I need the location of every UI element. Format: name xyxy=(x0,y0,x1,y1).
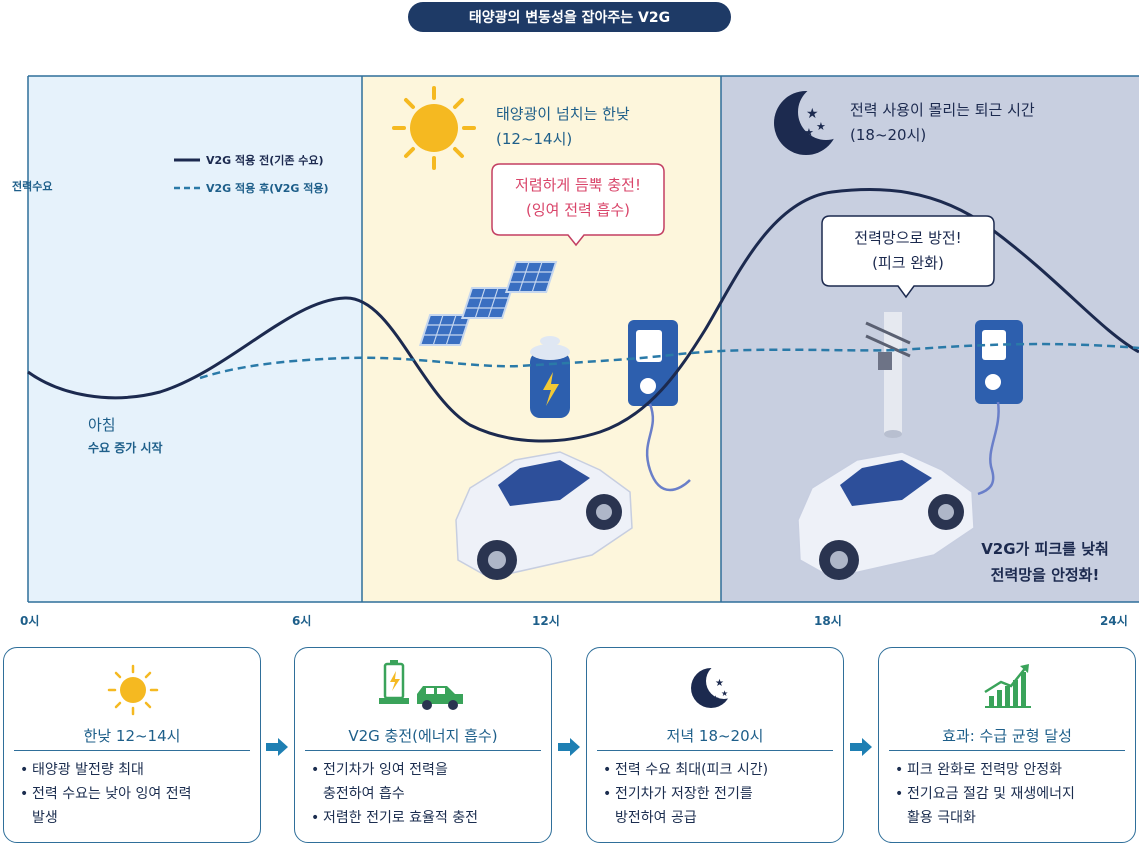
moon-icon: ★ ★ ★ xyxy=(691,663,742,708)
moon-icon: ★ ★ ★ xyxy=(774,84,854,155)
card-item-continued: 충전하여 흡수 xyxy=(311,782,478,806)
card-charge: V2G 충전(에너지 흡수) 전기차가 잉여 전력을 충전하여 흡수 저렴한 전… xyxy=(294,647,552,843)
morning-title: 아침 xyxy=(88,416,116,434)
svg-text:★: ★ xyxy=(715,678,724,689)
sun-icon xyxy=(392,86,476,170)
card-title: 저녁 18~20시 xyxy=(597,724,833,751)
evening-bubble-line2: (피크 완화) xyxy=(872,254,944,272)
card-list: 태양광 발전량 최대 전력 수요는 낮아 잉여 전력 발생 xyxy=(20,758,191,830)
arrow-right-icon xyxy=(266,738,288,756)
svg-text:★: ★ xyxy=(806,106,819,122)
zone-morning xyxy=(28,76,362,602)
legend-label-after: V2G 적용 후(V2G 적용) xyxy=(206,182,329,195)
solar-panels-icon xyxy=(418,261,558,346)
series-line-after xyxy=(199,342,1139,380)
result-line1: V2G가 피크를 낮춰 xyxy=(981,540,1109,558)
series-line-before xyxy=(27,188,1139,443)
card-item-continued: 발생 xyxy=(20,806,191,830)
sun-icon xyxy=(107,664,159,716)
battery-car-icon xyxy=(379,660,463,710)
electric-car-icon xyxy=(797,451,975,580)
noon-bubble-line1: 저렴하게 듬뿍 충전! xyxy=(515,176,641,194)
evening-bubble-line1: 전력망으로 방전! xyxy=(854,229,962,247)
x-tick-label: 18시 xyxy=(814,614,842,628)
evening-time: (18~20시) xyxy=(850,126,927,144)
morning-subtitle: 수요 증가 시작 xyxy=(88,441,163,455)
svg-text:★: ★ xyxy=(816,120,826,133)
card-item: 전기요금 절감 및 재생에너지 xyxy=(895,782,1075,806)
card-item-continued: 방전하여 공급 xyxy=(603,806,768,830)
card-item: 전기차가 잉여 전력을 xyxy=(311,758,478,782)
growth-chart-icon xyxy=(984,664,1031,708)
battery-icon xyxy=(530,336,570,418)
arrow-right-icon xyxy=(558,738,580,756)
card-list: 전력 수요 최대(피크 시간) 전기차가 저장한 전기를 방전하여 공급 xyxy=(603,758,768,830)
svg-text:★: ★ xyxy=(721,689,728,698)
card-item: 태양광 발전량 최대 xyxy=(20,758,191,782)
noon-time: (12~14시) xyxy=(496,130,573,148)
x-tick-label: 24시 xyxy=(1100,614,1128,628)
card-title: 효과: 수급 균형 달성 xyxy=(889,724,1125,751)
legend-label-before: V2G 적용 전(기존 수요) xyxy=(206,154,324,167)
x-tick-label: 12시 xyxy=(532,614,560,628)
card-title: 한낮 12~14시 xyxy=(14,724,250,751)
card-list: 피크 완화로 전력망 안정화 전기요금 절감 및 재생에너지 활용 극대화 xyxy=(895,758,1075,830)
x-tick-label: 0시 xyxy=(20,614,40,628)
x-tick-label: 6시 xyxy=(292,614,312,628)
card-item: 전기차가 저장한 전기를 xyxy=(603,782,768,806)
card-item-text: 방전하여 공급 xyxy=(615,810,697,826)
card-item: 저렴한 전기로 효율적 충전 xyxy=(311,806,478,830)
page-title: 태양광의 변동성을 잡아주는 V2G xyxy=(408,2,731,32)
card-evening: ★ ★ ★ 저녁 18~20시 전력 수요 최대(피크 시간) 전기차가 저장한… xyxy=(586,647,844,843)
card-item-continued: 활용 극대화 xyxy=(895,806,1075,830)
card-list: 전기차가 잉여 전력을 충전하여 흡수 저렴한 전기로 효율적 충전 xyxy=(311,758,478,830)
y-axis-label: 전력수요 xyxy=(12,180,53,193)
card-item-text: 충전하여 흡수 xyxy=(323,786,405,802)
noon-title: 태양광이 넘치는 한낮 xyxy=(496,105,630,123)
card-title: V2G 충전(에너지 흡수) xyxy=(305,724,541,751)
evening-title: 전력 사용이 몰리는 퇴근 시간 xyxy=(850,101,1035,119)
card-item: 전력 수요는 낮아 잉여 전력 xyxy=(20,782,191,806)
utility-pole-icon xyxy=(865,312,911,438)
card-item-text: 발생 xyxy=(32,810,58,826)
card-item-text: 활용 극대화 xyxy=(907,810,976,826)
arrow-right-icon xyxy=(850,738,872,756)
result-line2: 전력망을 안정화! xyxy=(990,566,1100,584)
card-item: 전력 수요 최대(피크 시간) xyxy=(603,758,768,782)
noon-bubble-line2: (잉여 전력 흡수) xyxy=(525,201,631,219)
card-item: 피크 완화로 전력망 안정화 xyxy=(895,758,1075,782)
evening-speech-bubble xyxy=(821,215,995,299)
svg-text:★: ★ xyxy=(804,126,814,139)
card-effect: 효과: 수급 균형 달성 피크 완화로 전력망 안정화 전기요금 절감 및 재생… xyxy=(878,647,1136,843)
noon-speech-bubble xyxy=(491,163,665,247)
card-noon: 한낮 12~14시 태양광 발전량 최대 전력 수요는 낮아 잉여 전력 발생 xyxy=(3,647,261,843)
svg-text:★: ★ xyxy=(712,694,719,703)
electric-car-icon xyxy=(455,451,633,580)
